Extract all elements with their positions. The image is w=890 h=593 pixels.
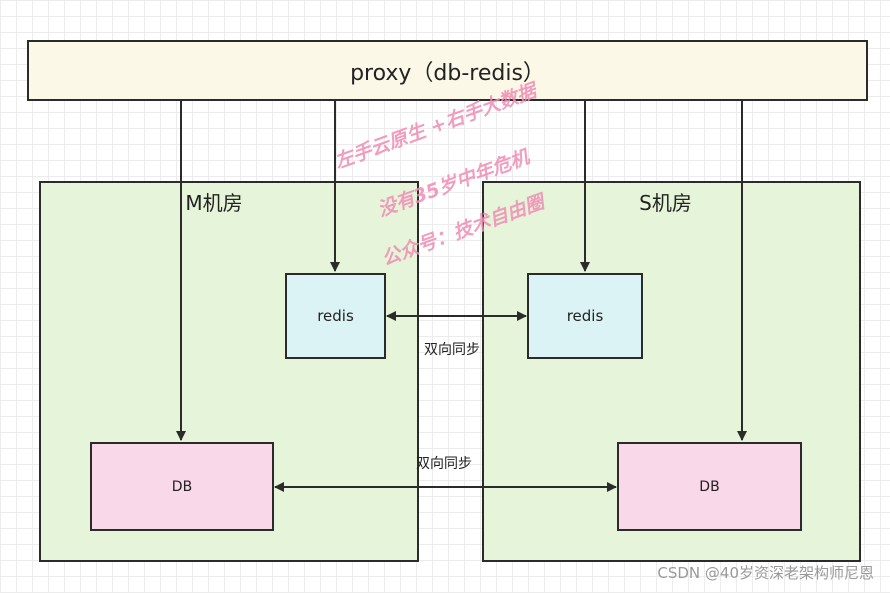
- db-m-label: DB: [171, 478, 193, 495]
- db-s-label: DB: [699, 478, 720, 495]
- redis-s-label: redis: [566, 307, 604, 325]
- db-m-box: DB: [90, 442, 274, 531]
- proxy-label: proxy（db-redis）: [350, 60, 545, 86]
- redis-sync-label: 双向同步: [424, 342, 480, 358]
- redis-m-box: redis: [285, 273, 386, 359]
- db-sync-label: 双向同步: [416, 456, 472, 472]
- room-s-title: S机房: [639, 191, 692, 215]
- proxy-box: proxy（db-redis）: [27, 40, 868, 101]
- db-s-box: DB: [617, 442, 802, 531]
- redis-s-box: redis: [527, 273, 643, 359]
- redis-m-label: redis: [317, 307, 354, 325]
- room-m-title: M机房: [185, 191, 243, 215]
- csdn-credit: CSDN @40岁资深老架构师尼恩: [657, 564, 874, 582]
